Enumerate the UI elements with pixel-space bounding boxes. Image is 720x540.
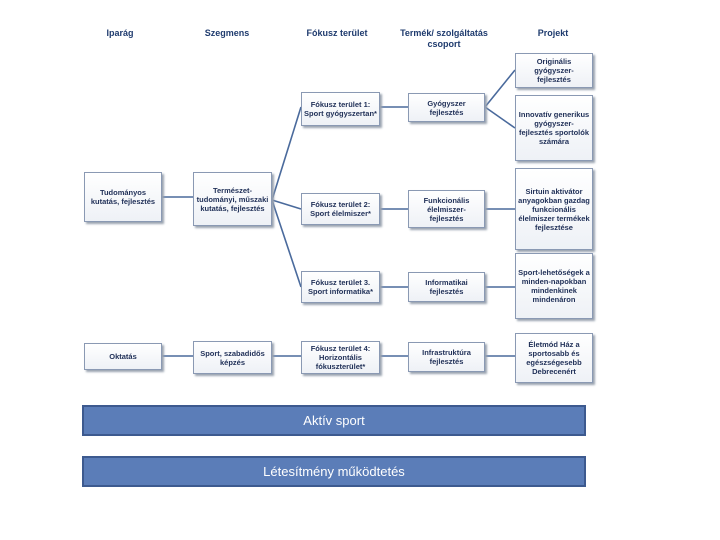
segment-sport-label: Sport, szabadidős képzés <box>200 348 265 367</box>
project-1-box: Originális gyógyszer-fejlesztés <box>515 53 593 88</box>
connector-science-f2 <box>271 199 302 210</box>
project-2-box: Innovatív generikus gyógyszer-fejlesztés… <box>515 95 593 161</box>
focus-4-box: Fókusz terület 4: Horizontális fókuszter… <box>301 341 380 374</box>
product-4-box: Infrastruktúra fejlesztés <box>408 342 485 372</box>
connector-science-f1 <box>271 106 302 201</box>
product-2-box: Funkcionális élelmiszer-fejlesztés <box>408 190 485 228</box>
header-industry: Iparág <box>106 28 134 38</box>
product-4-label: Infrastruktúra fejlesztés <box>422 348 471 366</box>
focus-1-box: Fókusz terület 1: Sport gyógyszertan* <box>301 92 380 126</box>
project-2-label: Innovatív generikus gyógyszer-fejlesztés… <box>518 110 590 146</box>
product-1-box: Gyógyszer fejlesztés <box>408 93 485 122</box>
header-segment: Szegmens <box>204 28 250 38</box>
product-3-box: Informatikai fejlesztés <box>408 272 485 302</box>
focus-1-label: Fókusz terület 1: Sport gyógyszertan* <box>304 100 377 118</box>
focus-3-label: Fókusz terület 3. Sport informatika* <box>307 278 373 296</box>
industry-education-label: Oktatás <box>109 352 137 361</box>
project-5-box: Életmód Ház a sportosabb és egészségeseb… <box>515 333 593 383</box>
focus-4-label: Fókusz terület 4: Horizontális fókuszter… <box>310 344 371 371</box>
active-sport-bar: Aktív sport <box>82 405 586 436</box>
connector-p1-j2 <box>484 106 516 129</box>
segment-science-label: Természet-tudományi, műszaki kutatás, fe… <box>196 185 269 213</box>
focus-3-box: Fókusz terület 3. Sport informatika* <box>301 271 380 303</box>
active-sport-label: Aktív sport <box>303 413 365 428</box>
industry-research-label: Tudományos kutatás, fejlesztés <box>90 188 156 206</box>
project-4-label: Sport-lehetőségek a minden-napokban mind… <box>518 268 590 304</box>
header-focus: Fókusz terület <box>306 28 368 38</box>
segment-sport-box: Sport, szabadidős képzés <box>193 341 272 374</box>
project-5-label: Életmód Ház a sportosabb és egészségeseb… <box>526 340 582 376</box>
connector-p1-j1 <box>484 69 516 108</box>
product-1-label: Gyógyszer fejlesztés <box>427 98 466 117</box>
facility-operation-label: Létesítmény működtetés <box>263 464 405 479</box>
focus-2-label: Fókusz terület 2: Sport élelmiszer* <box>310 200 371 218</box>
project-1-label: Originális gyógyszer-fejlesztés <box>534 57 574 84</box>
project-4-box: Sport-lehetőségek a minden-napokban mind… <box>515 253 593 319</box>
header-project: Projekt <box>537 28 569 38</box>
industry-education-box: Oktatás <box>84 343 162 370</box>
header-product: Termék/ szolgáltatás csoport <box>400 28 488 49</box>
focus-2-box: Fókusz terület 2: Sport élelmiszer* <box>301 193 380 225</box>
facility-operation-bar: Létesítmény működtetés <box>82 456 586 487</box>
project-3-box: Sirtuin aktivátor anyagokban gazdag funk… <box>515 168 593 250</box>
product-2-label: Funkcionális élelmiszer-fejlesztés <box>423 195 470 223</box>
project-3-label: Sirtuin aktivátor anyagokban gazdag funk… <box>518 186 590 232</box>
connector-science-f3 <box>271 199 302 288</box>
industry-research-box: Tudományos kutatás, fejlesztés <box>84 172 162 222</box>
segment-science-box: Természet-tudományi, műszaki kutatás, fe… <box>193 172 272 226</box>
product-3-label: Informatikai fejlesztés <box>425 278 468 296</box>
